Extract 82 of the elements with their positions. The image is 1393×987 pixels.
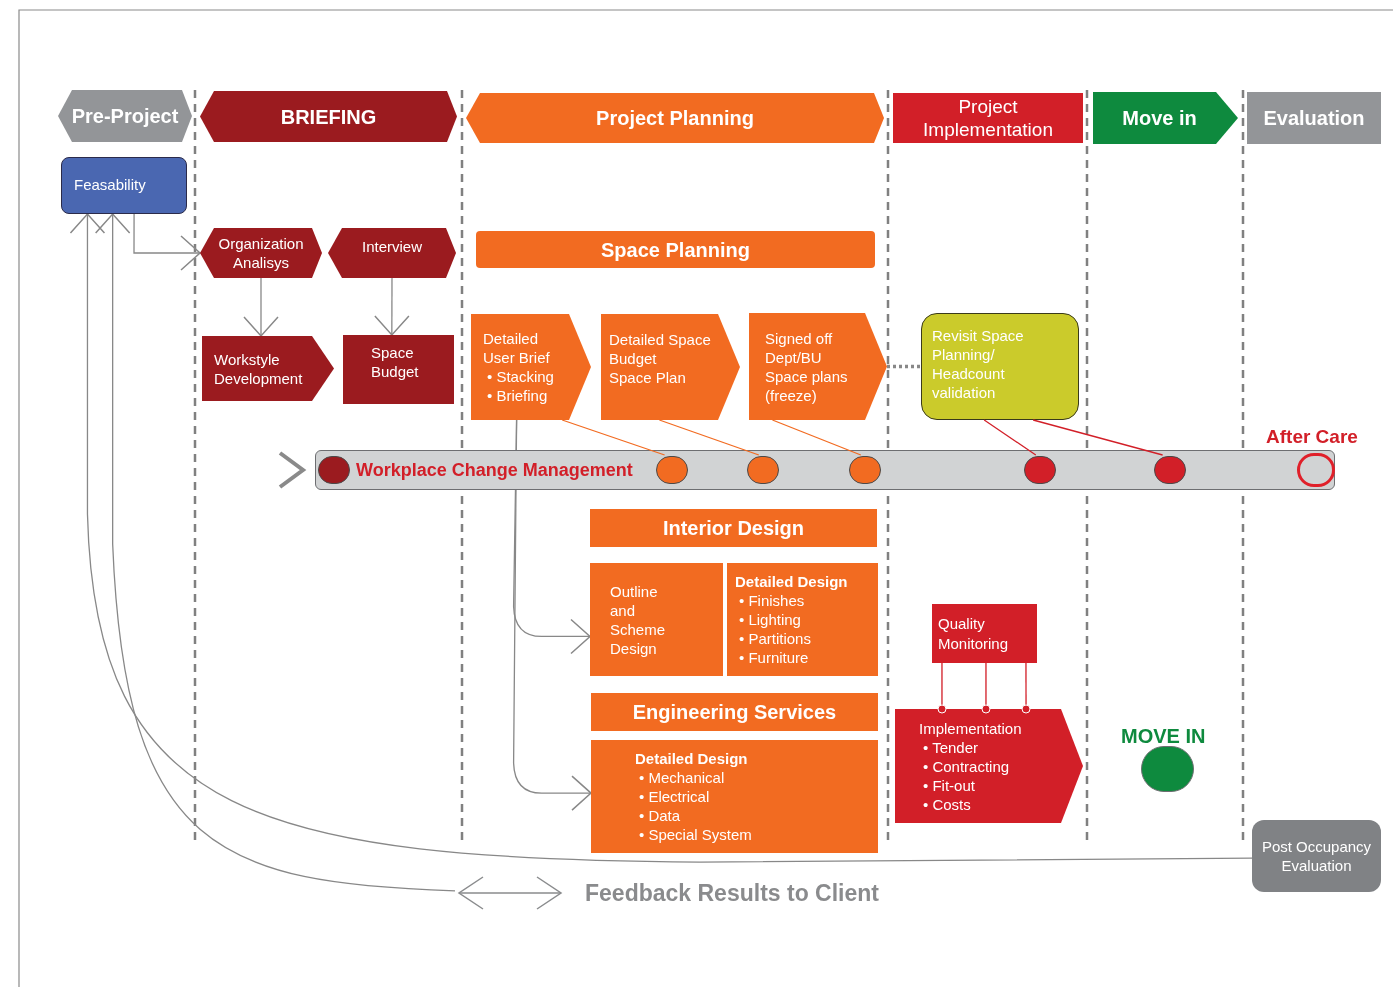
process-step	[202, 336, 334, 401]
box-label: Detailed Space Budget	[609, 330, 712, 368]
bullet-item: • Briefing	[486, 386, 549, 405]
connector-line	[887, 364, 921, 369]
box-label: Revisit Space Planning/ Headcount validation	[932, 326, 1025, 402]
feedback-title: Feedback Results to Client	[585, 878, 879, 908]
process-step	[471, 314, 591, 420]
section-title: Engineering Services	[632, 700, 837, 725]
connector-line	[771, 419, 862, 456]
box-label: Implementation	[919, 718, 1023, 738]
box-label: Space Plan	[609, 368, 687, 387]
bullet-item: • Special System	[638, 825, 753, 844]
bullet-item: • Data	[638, 806, 682, 825]
box-label: Post Occupancy Evaluation	[1260, 837, 1373, 875]
process-box	[727, 563, 878, 676]
section-title: Interior Design	[662, 516, 805, 541]
bullet-item: • Tender	[922, 737, 979, 757]
phase-title: Move in	[1122, 106, 1198, 131]
connector-line	[658, 419, 760, 456]
bullet-item: • Partitions	[738, 629, 812, 648]
bullet-item: • Electrical	[638, 787, 711, 806]
arrow	[243, 277, 279, 337]
arrow	[94, 213, 456, 892]
phase-banner	[893, 93, 1083, 143]
milestone-label: After Care	[1266, 425, 1358, 449]
process-step	[895, 709, 1083, 823]
arrow	[374, 277, 410, 336]
box-label: Organization Analisys	[217, 234, 305, 272]
bullet-item: • Costs	[922, 794, 972, 814]
box-label: Space Budget	[371, 343, 420, 381]
process-box	[932, 604, 1037, 663]
phase-banner	[200, 91, 457, 142]
process-box	[1252, 820, 1381, 892]
review-box	[921, 313, 1079, 420]
bullet-item: • Finishes	[738, 591, 806, 610]
process-box	[61, 157, 187, 214]
phase-title: Project Implementation	[922, 95, 1054, 141]
section-banner	[591, 693, 878, 731]
phase-title: BRIEFING	[280, 104, 377, 130]
bullet-item: • Furniture	[738, 648, 810, 667]
box-label: Interview	[362, 237, 422, 257]
arrow	[69, 213, 1253, 863]
box-label: Quality Monitoring	[938, 613, 1010, 654]
timeline-bar	[315, 450, 1335, 490]
phase-banner	[466, 93, 884, 143]
process-hexagon	[200, 228, 322, 278]
phase-title: Pre-Project	[71, 104, 179, 129]
milestone-ring	[1297, 453, 1335, 487]
arrow	[512, 419, 592, 811]
box-label: Workstyle Development	[214, 349, 304, 388]
arrow	[133, 213, 201, 271]
phase-title: Evaluation	[1263, 106, 1365, 131]
section-title: Space Planning	[601, 237, 750, 263]
milestone-label: MOVE IN	[1121, 724, 1206, 749]
bullet-item: • Stacking	[486, 367, 555, 386]
box-label: Feasability	[74, 175, 147, 196]
box-label: Detailed Design	[635, 749, 749, 768]
process-step	[601, 314, 740, 420]
box-label: Detailed Design	[735, 572, 849, 591]
phase-banner	[1093, 92, 1238, 144]
box-label: Signed off Dept/BU Space plans (freeze)	[765, 328, 849, 405]
process-hexagon	[328, 228, 456, 278]
bullet-item: • Fit-out	[922, 775, 976, 795]
arrow	[278, 451, 305, 489]
phase-banner	[58, 90, 192, 142]
bullet-item: • Lighting	[738, 610, 802, 629]
box-label: Outline and Scheme Design	[610, 581, 667, 658]
process-step	[749, 313, 887, 420]
connector-line	[561, 419, 666, 456]
bullet-item: • Mechanical	[638, 768, 726, 787]
section-banner	[476, 231, 875, 268]
section-banner	[590, 509, 877, 547]
connector-line	[983, 419, 1037, 456]
bullet-item: • Contracting	[922, 756, 1011, 776]
process-box	[591, 740, 878, 853]
phase-banner	[1247, 92, 1381, 144]
process-box	[590, 563, 723, 676]
box-label: Detailed User Brief	[483, 329, 551, 367]
timeline-title: Workplace Change Management	[356, 458, 634, 482]
process-box	[343, 335, 454, 404]
connector-line	[1032, 419, 1164, 456]
phase-title: Project Planning	[596, 106, 754, 131]
